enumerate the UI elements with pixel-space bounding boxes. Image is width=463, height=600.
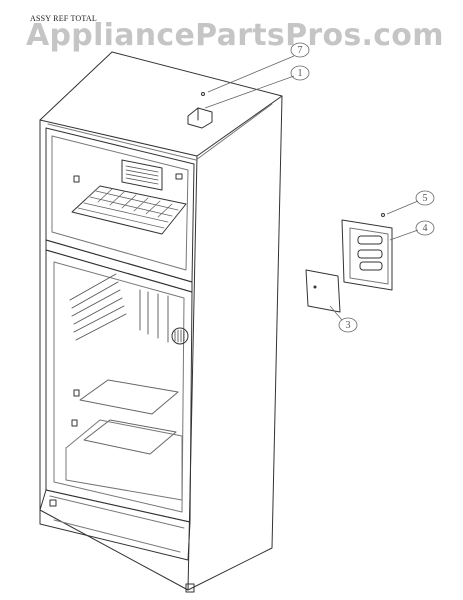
freezer-compartment xyxy=(45,127,195,293)
refrigerator-cabinet xyxy=(39,51,283,591)
control-panel-part xyxy=(341,213,393,291)
callout-1-balloon xyxy=(290,65,310,81)
top-hinge-part xyxy=(187,92,213,129)
diagram-title: ASSY REF TOTAL xyxy=(30,14,97,23)
callout-5-balloon xyxy=(415,190,435,206)
callout-7-balloon xyxy=(290,42,310,58)
fresh-food-compartment xyxy=(45,249,193,523)
site-watermark: AppliancePartsPros.com xyxy=(26,18,444,53)
callout-4-leader xyxy=(389,229,419,241)
cabinet-base xyxy=(39,489,195,593)
callout-5-number: 5 xyxy=(423,193,428,204)
callout-3-number: 3 xyxy=(346,320,351,331)
callout-4-number: 4 xyxy=(423,223,428,234)
callout-5-leader xyxy=(386,200,419,215)
callout-3-balloon xyxy=(338,317,358,333)
callout-3-leader xyxy=(329,305,343,321)
callout-4-balloon xyxy=(415,220,435,236)
cover-plate-part xyxy=(305,269,341,313)
callout-7-number: 7 xyxy=(298,45,303,56)
callout-1-number: 1 xyxy=(298,68,303,79)
callout-7-leader xyxy=(207,55,295,93)
callout-1-leader xyxy=(204,75,295,109)
